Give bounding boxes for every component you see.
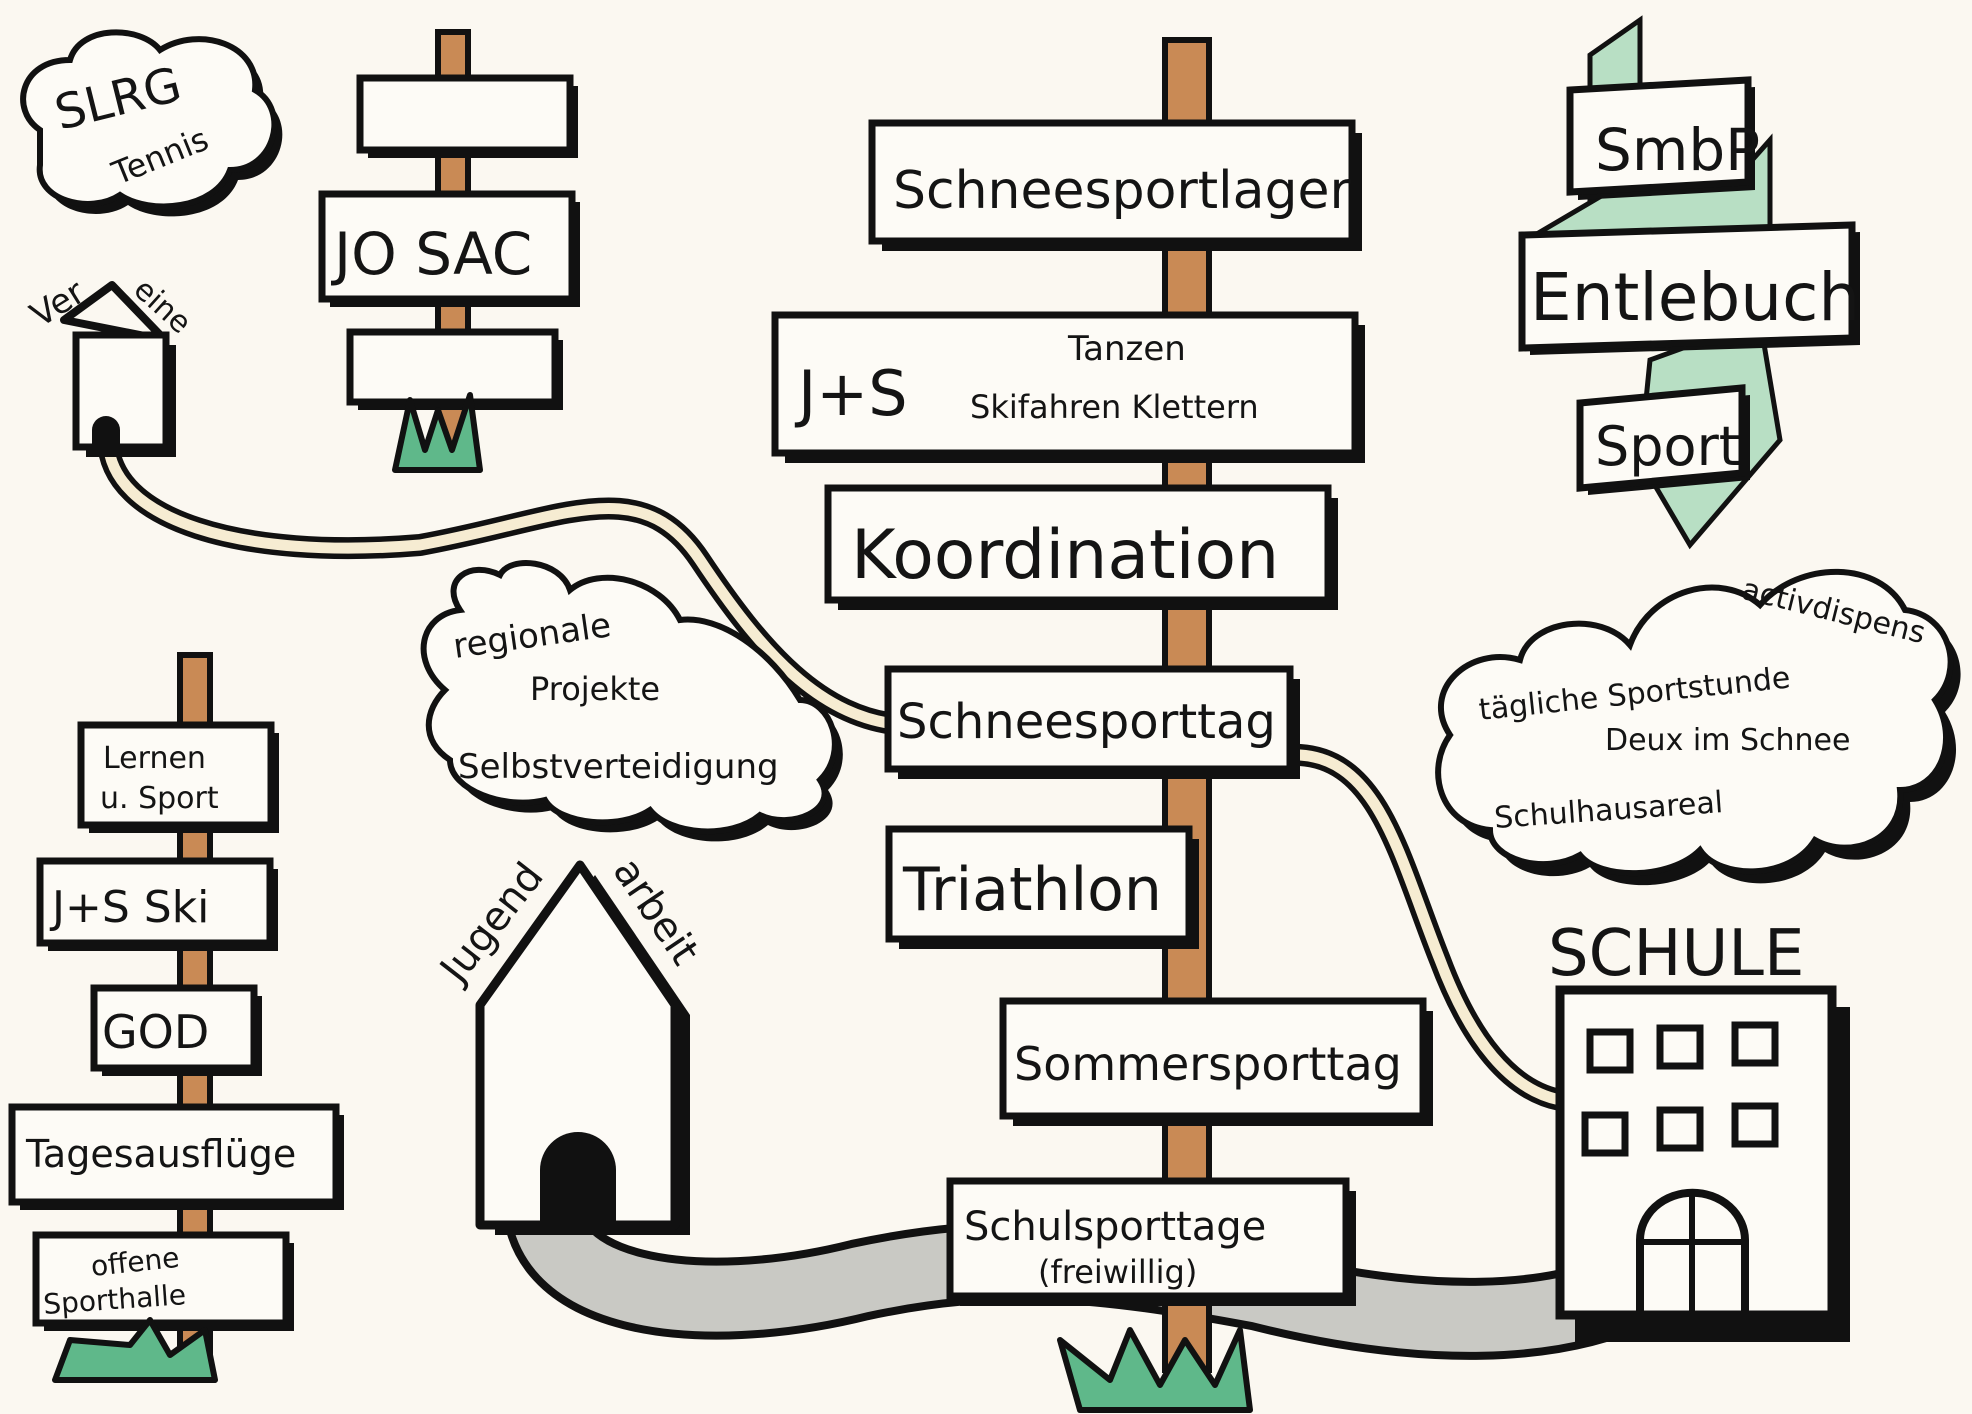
cloud-regionale-projekte: regionale Projekte Selbstverteidigung xyxy=(420,560,843,842)
sign-schneesportlager: Schneesportlager xyxy=(893,161,1351,221)
board-triathlon xyxy=(885,825,1193,943)
sign-schneesporttag: Schneesporttag xyxy=(897,694,1276,750)
cloud-slrg-tennis: SLRG Tennis xyxy=(20,29,283,217)
sign-god: GOD xyxy=(102,1005,209,1059)
sign-lernen: Lernen xyxy=(103,741,206,776)
sign-jo-sac: JO SAC xyxy=(331,220,532,288)
board-schneesporttag xyxy=(884,665,1294,773)
banner-bottom: Sport xyxy=(1595,415,1740,478)
school-window xyxy=(1581,1111,1629,1157)
board-lernen-sport xyxy=(77,721,275,829)
cloud-text-selbstverteidigung: Selbstverteidigung xyxy=(458,747,779,787)
path-schneesporttag-to-schule xyxy=(1289,744,1571,1111)
banner-smbp: SmbP Entlebuch Sport xyxy=(1518,15,1860,550)
school-label: SCHULE xyxy=(1548,917,1804,991)
sign-skifahren-klettern: Skifahren Klettern xyxy=(970,388,1259,426)
jugendarbeit-house: Jugend arbeit xyxy=(430,850,708,1235)
board-god xyxy=(90,984,258,1072)
school-window xyxy=(1731,1021,1779,1067)
school-window xyxy=(1656,1024,1704,1070)
school-door xyxy=(1636,1188,1749,1312)
board-js-activities xyxy=(771,311,1359,457)
sign-tanzen: Tanzen xyxy=(1067,329,1186,369)
board-schneesportlager xyxy=(868,119,1356,245)
board-schulsporttage xyxy=(946,1177,1350,1300)
board-offene-sporthalle xyxy=(32,1231,290,1327)
sign-schulsporttage: Schulsporttage xyxy=(964,1204,1266,1250)
sign-koordination: Koordination xyxy=(851,516,1279,595)
sign-freiwillig: (freiwillig) xyxy=(1038,1253,1197,1291)
left-signpost: Lernen u. Sport J+S Ski GOD Tagesausflüg… xyxy=(8,652,344,1383)
board-tagesausfluege xyxy=(8,1103,340,1206)
banner-top: SmbP xyxy=(1595,116,1760,184)
signpost-jo-sac: JO SAC xyxy=(318,29,580,473)
vereine-house: Ver eine xyxy=(24,272,198,457)
sign-tagesausfluege: Tagesausflüge xyxy=(25,1132,296,1176)
board-js-ski xyxy=(36,857,274,947)
sign-js: J+S xyxy=(794,357,908,430)
school-window xyxy=(1656,1106,1704,1152)
board-koordination xyxy=(824,484,1332,604)
school-building: SCHULE xyxy=(1548,917,1850,1342)
cloud-activdispens: activdispens tägliche Sportstunde Deux i… xyxy=(1435,568,1961,886)
sign-u-sport: u. Sport xyxy=(100,781,219,816)
school-window xyxy=(1586,1028,1634,1074)
path-vereine-to-schneesporttag xyxy=(97,429,916,736)
school-window xyxy=(1731,1102,1779,1148)
sign-js-ski: J+S Ski xyxy=(49,882,209,933)
sign-triathlon: Triathlon xyxy=(902,855,1162,925)
banner-middle: Entlebuch xyxy=(1530,259,1860,336)
cloud-text-projekte: Projekte xyxy=(530,670,660,708)
main-signpost: Schneesportlager J+S Tanzen Skifahren Kl… xyxy=(771,37,1433,1413)
sign-sommersporttag: Sommersporttag xyxy=(1014,1037,1402,1091)
board-sommersporttag xyxy=(999,997,1427,1120)
cloud-text-deux-im-schnee: Deux im Schnee xyxy=(1605,723,1850,758)
